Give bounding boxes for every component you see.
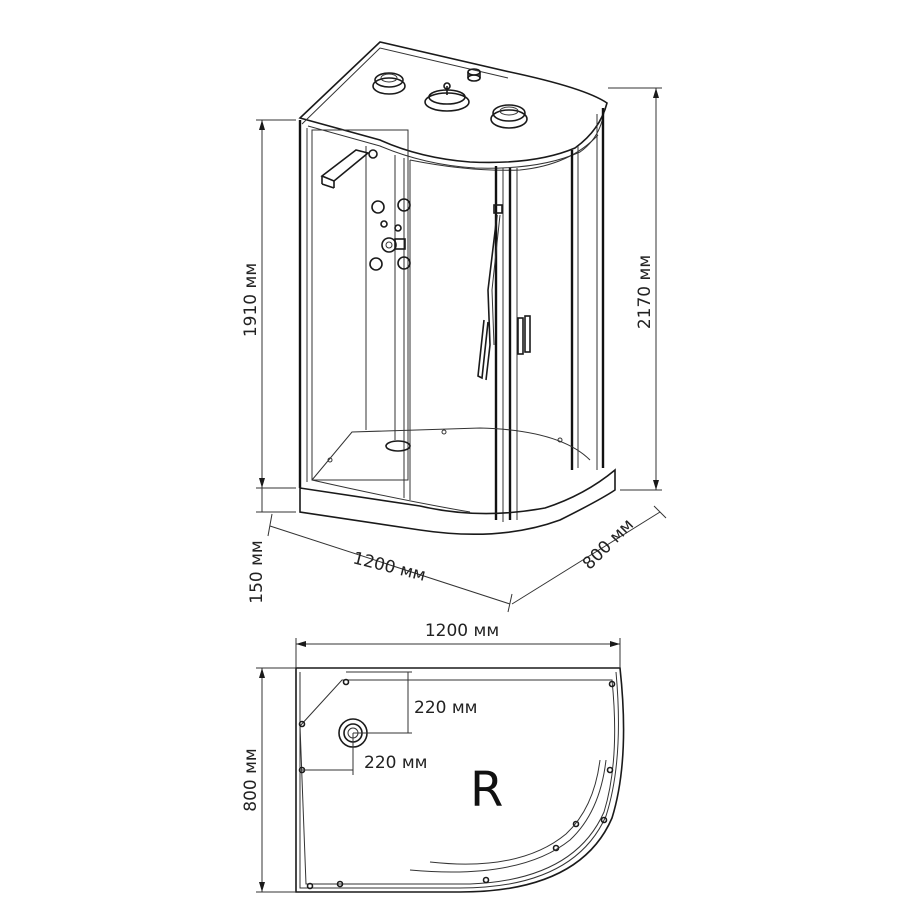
dim-800-iso: [511, 505, 667, 605]
back-panel: [311, 129, 409, 481]
cabin-plan-view: 1200 мм 800 мм 220 мм 220 мм R: [241, 621, 625, 893]
mixer-control: [381, 237, 406, 253]
dim-150-label: 150 мм: [247, 540, 267, 604]
tray-drain: [385, 440, 411, 452]
dim-150: [256, 488, 296, 513]
dim-2170: [608, 87, 662, 491]
cabin-elevation-view: 1910 мм 150 мм 2170 мм 1200 мм 800 м: [241, 41, 667, 613]
door-handles: [517, 315, 531, 355]
plan-dim-1200-label: 1200 мм: [425, 621, 499, 641]
dim-2170-label: 2170 мм: [635, 255, 655, 329]
plan-dim-800: [256, 667, 296, 893]
plan-dim-220-x: [300, 733, 354, 775]
plan-dim-220-x-label: 220 мм: [364, 753, 428, 773]
plan-door-arc: [409, 759, 607, 873]
dim-1200-iso-label: 1200 мм: [351, 548, 428, 585]
hand-shower: [477, 204, 503, 381]
roof-speaker-left: [372, 72, 406, 95]
roof-speaker-right: [490, 104, 528, 129]
plan-dim-220-y-label: 220 мм: [414, 698, 478, 718]
towel-shelf: [320, 149, 378, 189]
plan-tray-rim: [299, 679, 616, 885]
plan-outline: [295, 667, 625, 893]
roof-rim: [301, 47, 509, 125]
dim-1200-iso: [267, 513, 513, 613]
plan-dim-220-y: [346, 671, 412, 734]
shower-tray: [299, 427, 616, 536]
roof-outline: [298, 41, 608, 164]
front-arc-top: [409, 134, 599, 171]
plan-side-label: R: [470, 762, 503, 818]
dim-1910: [256, 119, 296, 489]
roof-fan: [467, 68, 481, 82]
plan-dim-800-label: 800 мм: [241, 748, 261, 812]
rain-shower-head: [424, 82, 470, 112]
dim-800-iso-label: 800 мм: [579, 515, 638, 574]
roof-inner-edge: [307, 111, 605, 169]
dim-1910-label: 1910 мм: [241, 263, 261, 337]
plan-dim-1200: [295, 638, 621, 668]
massage-jets: [369, 198, 411, 271]
